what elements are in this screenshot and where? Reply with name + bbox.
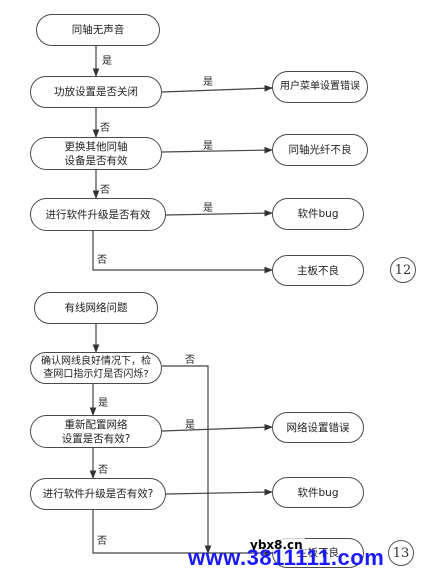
- label-no-3: 否: [97, 255, 107, 266]
- result-user-menu-error: 用户菜单设置错误: [272, 71, 368, 103]
- result-software-bug-13: 软件bug: [272, 477, 364, 508]
- decision-software-upgrade: 进行软件升级是否有效: [30, 198, 166, 231]
- arrow-q3-to-r4: [92, 231, 273, 274]
- label-q2-yes: 是: [203, 141, 213, 152]
- result-mainboard-bad: 主板不良: [272, 255, 364, 286]
- figure-number-12: 12: [390, 257, 416, 283]
- arrow-q1-to-r1: [161, 84, 273, 93]
- label-no-13-3: 否: [97, 536, 107, 547]
- result-software-bug: 软件bug: [272, 198, 364, 230]
- arrow-q13-no: [162, 365, 212, 554]
- arrow-q3-to-r2-13: [165, 488, 273, 496]
- label-q1-yes: 是: [203, 77, 213, 88]
- result-coax-fiber-bad: 同轴光纤不良: [272, 134, 368, 166]
- figure-number-13: 13: [388, 540, 414, 566]
- result-network-setting-error: 网络设置错误: [272, 412, 364, 443]
- label-yes-13: 是: [98, 398, 108, 409]
- arrow-q3-to-r3: [165, 209, 273, 217]
- watermark-url: www.3811111.com: [188, 545, 385, 570]
- watermark-small: ybx8.cn: [248, 538, 305, 552]
- start-wired-network-issue: 有线网络问题: [34, 292, 158, 324]
- decision-reconfigure-network: 重新配置网络 设置是否有效?: [30, 415, 162, 448]
- start-no-coax-audio: 同轴无声音: [36, 14, 160, 46]
- arrow-q3-to-r3-13: [92, 510, 273, 557]
- label-no-1: 否: [100, 123, 110, 134]
- label-yes-1: 是: [102, 56, 112, 67]
- arrow-q2-to-r2: [161, 146, 273, 154]
- label-no-2: 否: [100, 185, 110, 196]
- label-q3-yes: 是: [203, 203, 213, 214]
- decision-network-led: 确认网线良好情况下，检 查网口指示灯是否闪烁?: [30, 352, 162, 384]
- label-q2-13-yes: 是: [185, 420, 195, 431]
- decision-replace-coax-device: 更换其他同轴 设备是否有效: [30, 137, 162, 170]
- result-mainboard-bad-13: 主板不良: [272, 538, 364, 568]
- arrow-q2-to-r1-13: [161, 423, 273, 432]
- decision-software-upgrade-13: 进行软件升级是否有效?: [30, 478, 166, 510]
- label-q13-no: 否: [185, 355, 195, 366]
- decision-amp-setting: 功放设置是否关闭: [30, 76, 162, 108]
- label-no-13-2: 否: [98, 465, 108, 476]
